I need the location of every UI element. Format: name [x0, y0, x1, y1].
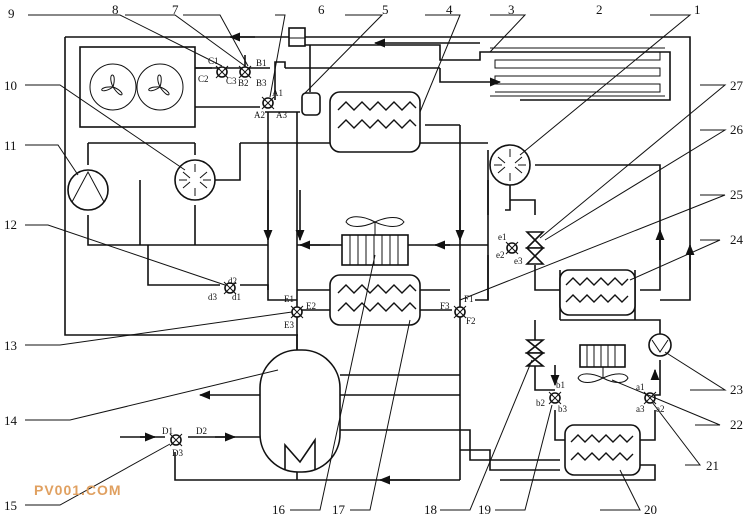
- port-D3: D3: [172, 448, 183, 458]
- port-E1: E1: [284, 294, 294, 304]
- port-a1: a1: [636, 382, 645, 392]
- label-16: 16: [272, 502, 286, 517]
- port-e1: e1: [498, 232, 507, 242]
- port-a3: a3: [636, 404, 645, 414]
- leader-lines: [25, 14, 727, 511]
- label-19: 19: [478, 502, 491, 517]
- expansion-valve-18: [524, 339, 546, 367]
- label-3: 3: [508, 2, 515, 17]
- port-e2: e2: [496, 250, 505, 260]
- label-23: 23: [730, 382, 743, 397]
- label-14: 14: [4, 413, 18, 428]
- label-11: 11: [4, 138, 17, 153]
- label-12: 12: [4, 217, 17, 232]
- port-F2: F2: [466, 316, 476, 326]
- port-F1: F1: [464, 294, 474, 304]
- port-D2: D2: [196, 426, 207, 436]
- callout-numbers: 9 8 7 6 5 4 3 2 1 10 27 26 11 25 12 24 1…: [4, 2, 744, 517]
- expansion-valve-27: [525, 231, 545, 265]
- label-17: 17: [332, 502, 346, 517]
- three-way-valve-d: [223, 281, 237, 295]
- heat-exchanger-middle: [329, 274, 421, 326]
- three-way-valve-E: [290, 305, 304, 319]
- fan-unit: [79, 46, 196, 128]
- serpentine-coil: [490, 47, 665, 97]
- three-way-valve-b: [548, 391, 562, 405]
- port-a2: a2: [656, 404, 665, 414]
- three-way-valve-B: [238, 65, 252, 79]
- label-15: 15: [4, 498, 17, 513]
- label-5: 5: [382, 2, 389, 17]
- port-d1: d1: [232, 292, 241, 302]
- heat-exchanger-bottom-right: [564, 424, 641, 476]
- port-B2: B2: [238, 78, 249, 88]
- sensor-box: [288, 27, 306, 47]
- port-B3: B3: [256, 78, 267, 88]
- port-d2: d2: [228, 276, 237, 286]
- label-24: 24: [730, 232, 744, 247]
- four-way-valve-left: [174, 159, 216, 201]
- port-A2: A2: [254, 110, 265, 120]
- port-C2: C2: [198, 74, 209, 84]
- label-1: 1: [694, 2, 701, 17]
- four-way-valve-right: [489, 144, 531, 186]
- port-E3: E3: [284, 320, 294, 330]
- pipe-network: [64, 32, 695, 485]
- heat-exchanger-right: [559, 269, 636, 316]
- three-way-valve-C: [215, 65, 229, 79]
- label-2: 2: [596, 2, 603, 17]
- small-reservoir: [301, 92, 321, 116]
- port-A3: A3: [276, 110, 287, 120]
- label-26: 26: [730, 122, 744, 137]
- port-A1: A1: [272, 88, 283, 98]
- port-B1: B1: [256, 58, 267, 68]
- label-27: 27: [730, 78, 744, 93]
- heat-exchanger-top: [329, 91, 421, 153]
- label-25: 25: [730, 187, 743, 202]
- label-9: 9: [8, 6, 15, 21]
- port-b1: b1: [556, 380, 565, 390]
- pump: [648, 333, 672, 357]
- three-way-valve-D: [169, 433, 183, 447]
- label-8: 8: [112, 2, 119, 17]
- label-7: 7: [172, 2, 179, 17]
- radiator-small-with-fan: [577, 344, 629, 383]
- port-E2: E2: [306, 301, 316, 311]
- label-22: 22: [730, 417, 743, 432]
- port-F3: F3: [440, 301, 450, 311]
- three-way-valve-A: [261, 96, 275, 110]
- label-13: 13: [4, 338, 17, 353]
- compressor: [67, 169, 109, 211]
- port-labels: C1 C2 C3 B1 B2 B3 A1 A2 A3 d2 d3 d1 E1 E…: [162, 56, 665, 458]
- storage-tank: [259, 349, 341, 473]
- three-way-valve-F: [453, 305, 467, 319]
- label-21: 21: [706, 458, 719, 473]
- port-e3: e3: [514, 256, 523, 266]
- label-18: 18: [424, 502, 437, 517]
- port-C1: C1: [208, 56, 219, 66]
- label-6: 6: [318, 2, 325, 17]
- port-b2: b2: [536, 398, 545, 408]
- label-20: 20: [644, 502, 657, 517]
- port-C3: C3: [226, 76, 237, 86]
- label-10: 10: [4, 78, 17, 93]
- label-4: 4: [446, 2, 453, 17]
- port-D1: D1: [162, 426, 173, 436]
- port-d3: d3: [208, 292, 218, 302]
- radiator-with-fan: [341, 216, 409, 266]
- three-way-valve-e: [505, 241, 519, 255]
- watermark: PV001.COM: [34, 482, 122, 498]
- port-b3: b3: [558, 404, 568, 414]
